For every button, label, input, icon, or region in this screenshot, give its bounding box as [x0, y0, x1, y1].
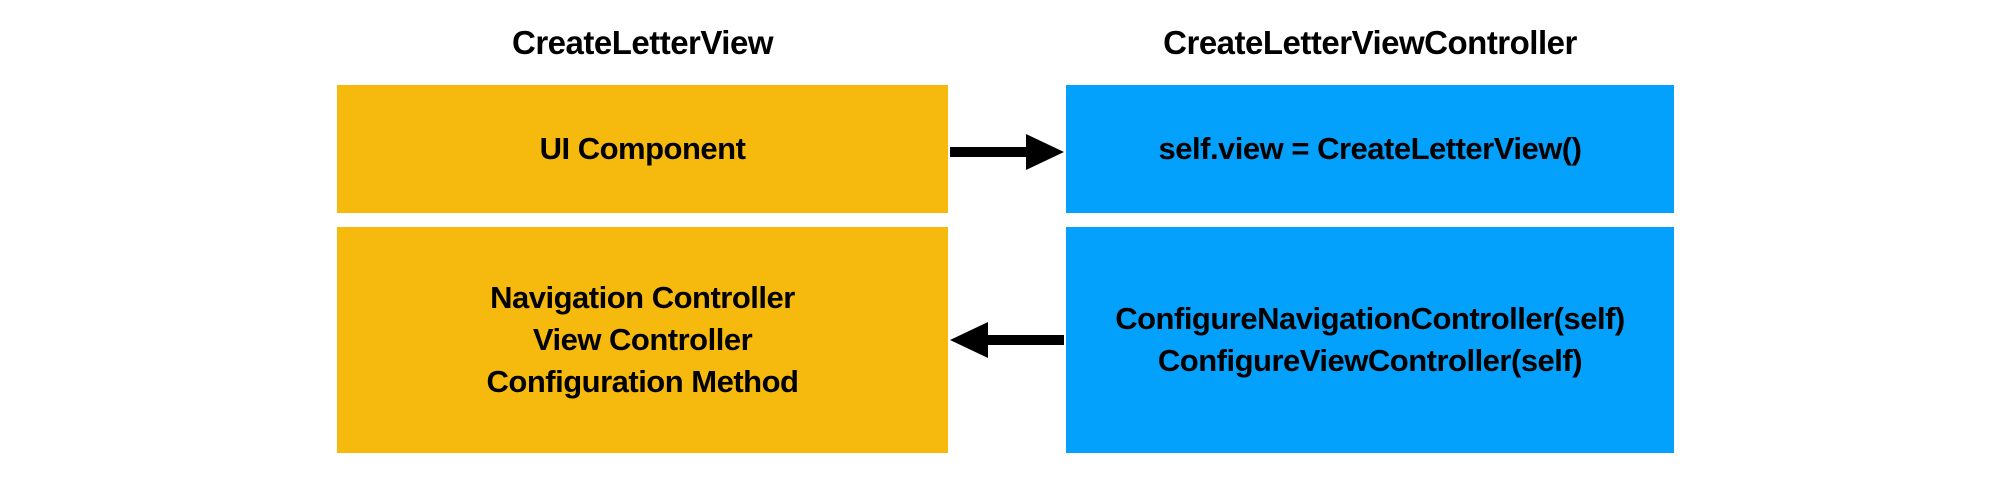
box-configure-calls: ConfigureNavigationController(self) Conf… [1066, 227, 1674, 453]
column-header-create-letter-view-controller: CreateLetterViewController [1163, 24, 1577, 61]
box-configuration-method: Navigation Controller View Controller Co… [337, 227, 948, 453]
box-configure-calls-line-1: ConfigureNavigationController(self) [1115, 301, 1625, 336]
box-configuration-method-line-2: View Controller [532, 322, 753, 357]
box-configuration-method-line-3: Configuration Method [486, 364, 800, 399]
arrow-view-to-controller-icon [950, 134, 1064, 170]
box-self-view-assignment: self.view = CreateLetterView() [1066, 85, 1674, 213]
box-configuration-method-line-1: Navigation Controller [490, 280, 795, 315]
box-self-view-assignment-text: self.view = CreateLetterView() [1158, 131, 1582, 166]
box-ui-component: UI Component [337, 85, 948, 213]
box-configure-calls-line-2: ConfigureViewController(self) [1157, 343, 1583, 378]
column-header-create-letter-view: CreateLetterView [511, 24, 774, 61]
arrow-controller-to-view-icon [950, 322, 1064, 358]
box-ui-component-text: UI Component [539, 131, 746, 166]
